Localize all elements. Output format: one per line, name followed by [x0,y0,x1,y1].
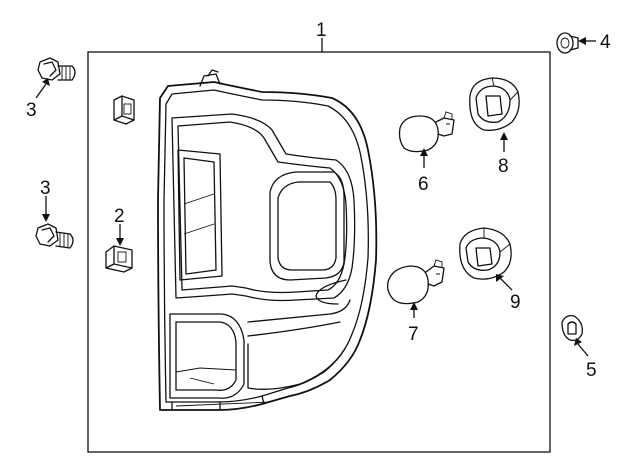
socket-upper [469,77,520,131]
grommet-part-5 [561,314,583,342]
callout-3-lower: 3 [40,178,51,199]
assembly-frame [87,51,551,453]
clip-nut-lower [105,245,133,273]
callout-9: 9 [510,292,521,313]
leader-lines [35,37,596,357]
callout-8: 8 [498,156,509,177]
callout-6: 6 [418,174,429,195]
bolt-upper [37,57,76,81]
socket-lower [459,227,512,280]
callout-2: 2 [114,206,125,227]
clip-nut-upper [113,95,135,125]
callout-3-upper: 3 [26,100,37,121]
callout-5: 5 [586,360,597,381]
callout-7: 7 [408,324,419,345]
tail-lamp-housing [157,69,378,411]
bolt-lower [35,223,74,249]
bulb-lower [386,259,445,305]
screw-part-4 [556,32,579,54]
callout-1: 1 [316,20,327,41]
bulb-upper [398,111,455,153]
callout-4: 4 [600,32,611,53]
